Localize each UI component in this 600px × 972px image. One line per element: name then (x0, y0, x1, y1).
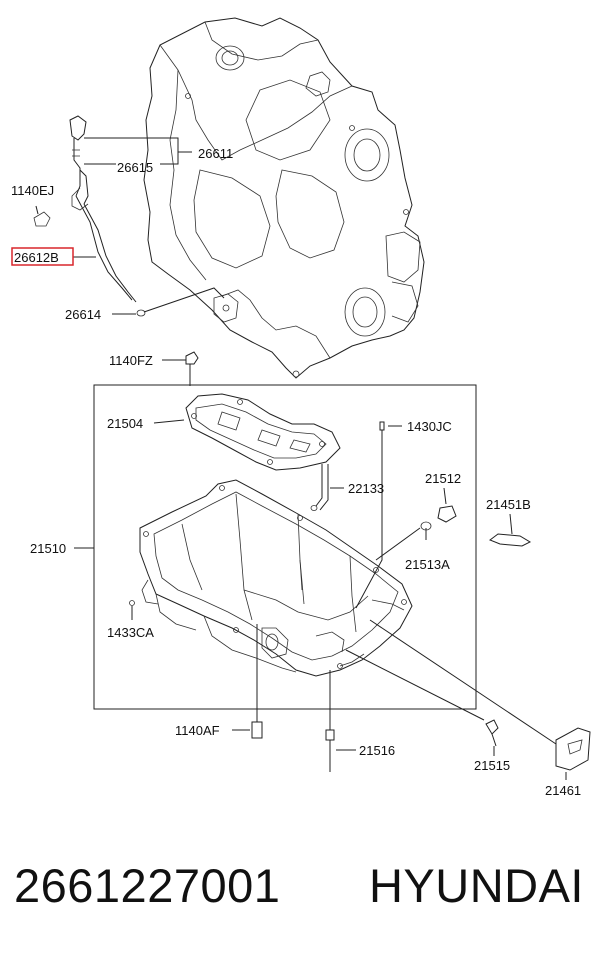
callout-26612B[interactable]: 26612B (14, 250, 59, 265)
callout-1433CA[interactable]: 1433CA (107, 625, 154, 640)
callout-21461[interactable]: 21461 (545, 783, 581, 798)
callout-1140AF[interactable]: 1140AF (175, 723, 220, 738)
leader-lines (35, 137, 567, 780)
callout-22133[interactable]: 22133 (348, 481, 384, 496)
callout-21515[interactable]: 21515 (474, 758, 510, 773)
part-number: 2661227001 (14, 859, 281, 912)
oil-pan-drawing (139, 479, 413, 677)
callout-21504[interactable]: 21504 (107, 416, 143, 431)
callout-21510[interactable]: 21510 (30, 541, 66, 556)
callout-1140FZ[interactable]: 1140FZ (109, 353, 153, 368)
callout-21516[interactable]: 21516 (359, 743, 395, 758)
callout-1140EJ[interactable]: 1140EJ (11, 183, 54, 198)
callout-26614[interactable]: 26614 (65, 307, 101, 322)
callout-21513A[interactable]: 21513A (405, 557, 450, 572)
callout-21451B[interactable]: 21451B (486, 497, 531, 512)
callout-21512[interactable]: 21512 (425, 471, 461, 486)
callout-labels: 26611 26615 1140EJ 26612B 26614 1140FZ 2… (11, 146, 581, 798)
footer: 2661227001 HYUNDAI (0, 858, 600, 938)
highlight-frame (11, 247, 74, 266)
small-parts-drawing (129, 351, 591, 772)
callout-1430JC[interactable]: 1430JC (407, 419, 452, 434)
brand-name: HYUNDAI (368, 859, 584, 912)
gasket-drawing (185, 393, 341, 471)
engine-block-drawing (143, 17, 425, 379)
callout-26611[interactable]: 26611 (198, 146, 233, 161)
dipstick-assembly-drawing (33, 115, 146, 317)
callout-26615[interactable]: 26615 (117, 160, 153, 175)
